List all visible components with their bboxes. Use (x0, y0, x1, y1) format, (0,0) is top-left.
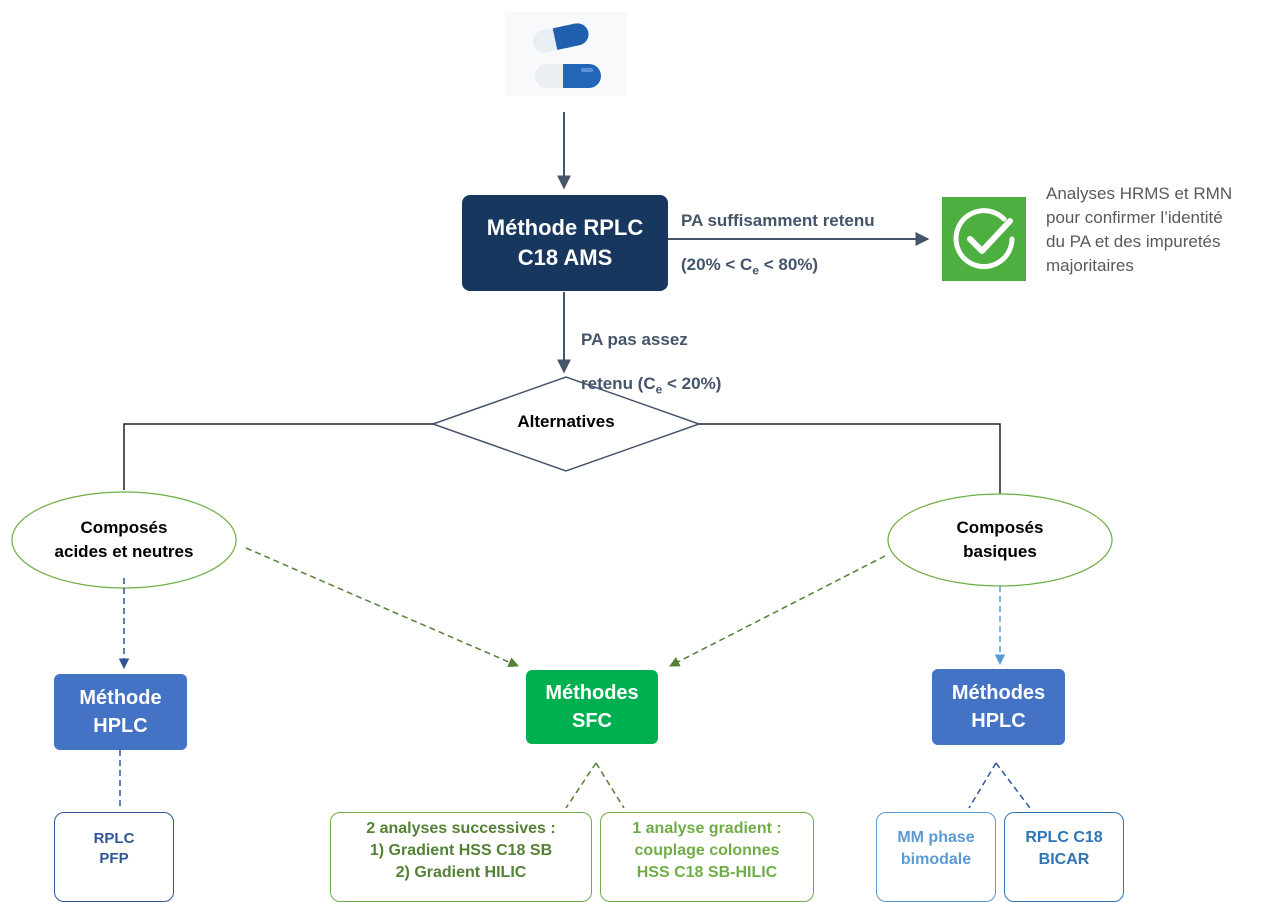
not-retained-line1: PA pas assez (581, 330, 688, 349)
not-retained-line2-sub: e (655, 382, 663, 397)
rplc-c18-bicar-box: RPLC C18 BICAR (1004, 812, 1124, 902)
branch-right (699, 423, 1001, 494)
dash-sfc-left (565, 762, 597, 809)
dash-hplc-right-right (995, 762, 1031, 809)
mm-bimodal-box: MM phase bimodale (876, 812, 996, 902)
not-retained-line2-pre: retenu (C (581, 374, 656, 393)
dash-sfc-right (595, 762, 625, 809)
not-retained-label: PA pas assez retenu (Ce < 20%) (581, 307, 721, 422)
rplc-box-line1: Méthode RPLC (486, 215, 644, 240)
not-retained-line2: retenu (Ce < 20%) (581, 373, 721, 400)
retained-line2-post: < 80%) (759, 255, 819, 274)
acid-neutral-label: Composés acides et neutres (54, 518, 194, 561)
retained-line1: PA suffisamment retenu (681, 211, 875, 230)
confirmation-text: Analyses HRMS et RMN pour confirmer l’id… (1046, 184, 1233, 275)
dash-acid-to-sfc (245, 547, 519, 668)
capsules-image (505, 12, 627, 96)
retained-line2-sub: e (752, 263, 760, 278)
hplc-method-left-box: Méthode HPLC (54, 674, 187, 750)
retained-line2: (20% < Ce < 80%) (681, 254, 875, 281)
sfc-methods-box: Méthodes SFC (526, 670, 658, 744)
basic-label: Composés basiques (956, 518, 1044, 561)
not-retained-line2-post: < 20%) (662, 374, 722, 393)
check-circle-icon (942, 197, 1026, 281)
dash-basic-to-sfc (669, 555, 886, 667)
branch-left (123, 423, 433, 490)
rplc-box-line2: C18 AMS (517, 245, 613, 270)
dash-hplc-right-left (968, 762, 997, 809)
retained-label: PA suffisamment retenu (20% < Ce < 80%) (681, 188, 875, 303)
rplc-c18-ams-box: Méthode RPLC C18 AMS (462, 195, 668, 291)
sfc-one-analysis-box: 1 analyse gradient : couplage colonnes H… (600, 812, 814, 902)
retained-line2-pre: (20% < C (681, 255, 753, 274)
rplc-pfp-box: RPLC PFP (54, 812, 174, 902)
hplc-methods-right-box: Méthodes HPLC (932, 669, 1065, 745)
sfc-two-analyses-box: 2 analyses successives : 1) Gradient HSS… (330, 812, 592, 902)
alternatives-label: Alternatives (517, 412, 615, 431)
